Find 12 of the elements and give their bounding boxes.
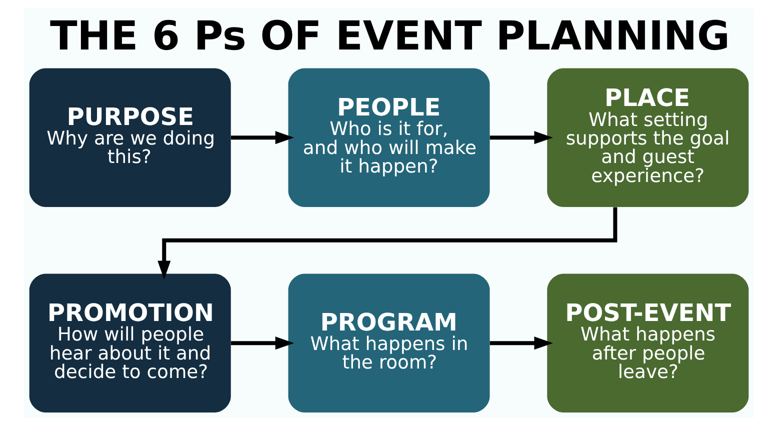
node-box: PROGRAM What happens in the room? xyxy=(288,274,490,413)
node-box: POST-EVENT What happens after people leave? xyxy=(546,274,748,413)
diagram-title: THE 6 Ps OF EVENT PLANNING xyxy=(50,14,730,60)
arrow xyxy=(157,207,617,280)
arrow xyxy=(230,336,294,350)
node-box: PROMOTION How will people hear about it and decide to come? xyxy=(28,274,230,413)
node-box: PURPOSE Why are we doing this? xyxy=(28,68,230,207)
arrow xyxy=(489,131,552,144)
arrow xyxy=(230,131,294,144)
node-box: PLACE What setting supports the goal and guest experience? xyxy=(546,68,748,207)
node-box: PEOPLE Who is it for, and who will make it happen? xyxy=(288,68,490,207)
arrow xyxy=(489,336,552,350)
